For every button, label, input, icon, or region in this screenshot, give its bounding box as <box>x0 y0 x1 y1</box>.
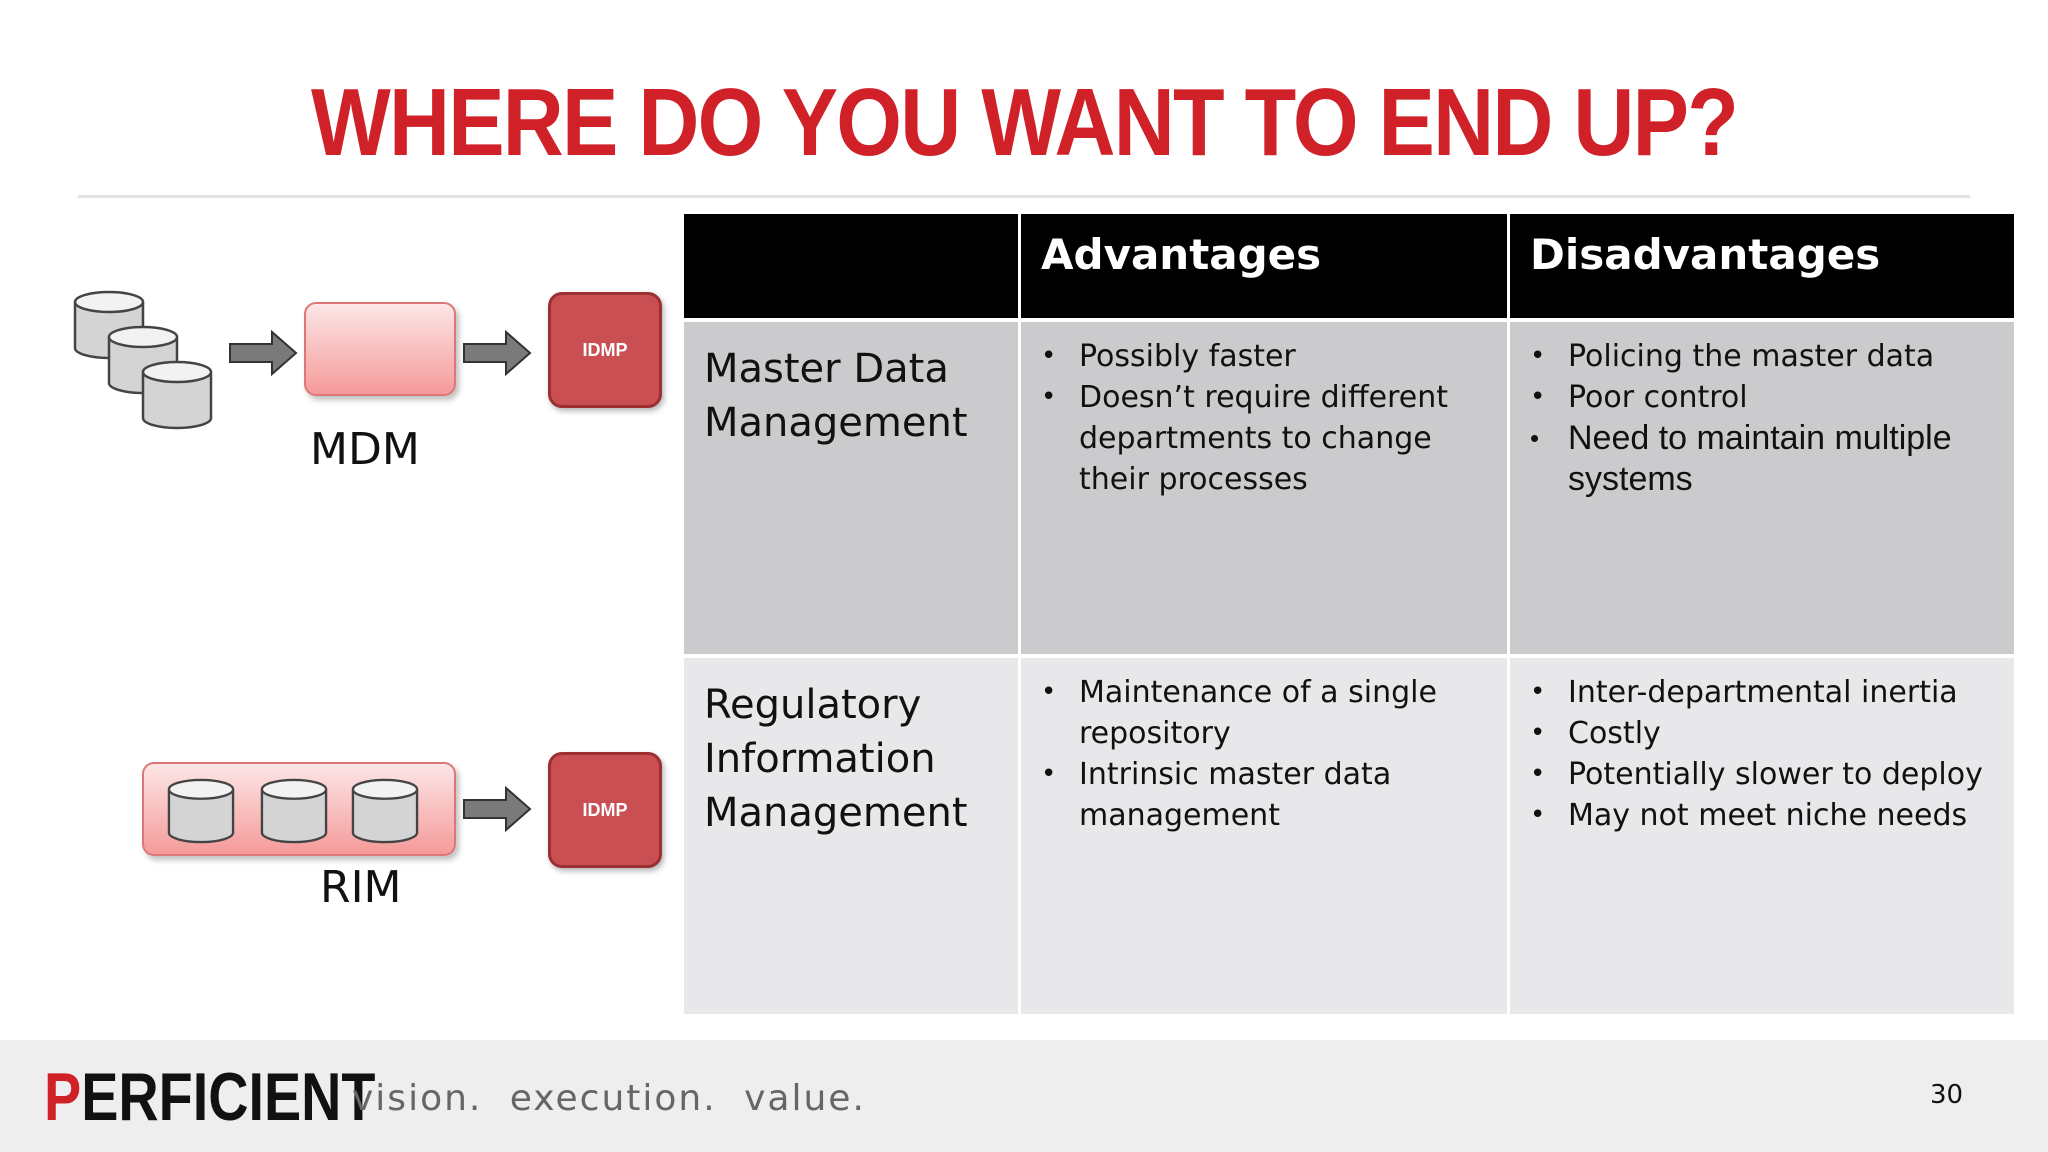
idmp-box-mdm: IDMP <box>548 292 662 408</box>
row-label-line: Management <box>704 400 968 446</box>
database-icon <box>260 778 328 844</box>
list-item: Doesn’t require different departments to… <box>1041 377 1487 500</box>
mdm-hub-box <box>304 302 456 396</box>
perficient-logo: PERFICIENT <box>44 1062 375 1132</box>
slide-footer: PERFICIENT vision. execution. value. 30 <box>0 1040 2048 1152</box>
mdm-disadvantages-cell: Policing the master data Poor control Ne… <box>1510 322 2014 654</box>
rim-label: RIM <box>320 862 402 913</box>
row-label-mdm: Master Data Management <box>684 322 1018 654</box>
logo-wordmark: ERFICIENT <box>81 1059 376 1135</box>
database-icon <box>141 360 213 430</box>
arrow-right-icon <box>463 785 532 833</box>
list-item: Policing the master data <box>1530 336 1994 377</box>
list-item: Poor control <box>1530 377 1994 418</box>
mdm-label: MDM <box>310 424 420 475</box>
list-item: Need to maintain multiple systems <box>1530 418 1994 500</box>
row-label-line: Regulatory <box>704 682 922 728</box>
list-item: Possibly faster <box>1041 336 1487 377</box>
company-tagline: vision. execution. value. <box>352 1078 866 1119</box>
mdm-advantages-cell: Possibly faster Doesn’t require differen… <box>1021 322 1507 654</box>
list-item: May not meet niche needs <box>1530 795 1994 836</box>
table-header-advantages: Advantages <box>1021 214 1507 318</box>
idmp-box-rim: IDMP <box>548 752 662 868</box>
row-label-rim: Regulatory Information Management <box>684 658 1018 1014</box>
architecture-diagram: IDMP MDM IDMP RIM <box>0 210 680 1040</box>
list-item: Intrinsic master data management <box>1041 754 1487 836</box>
rim-disadvantages-cell: Inter-departmental inertia Costly Potent… <box>1510 658 2014 1014</box>
list-item: Inter-departmental inertia <box>1530 672 1994 713</box>
logo-initial: P <box>44 1059 82 1135</box>
database-icon <box>167 778 235 844</box>
list-item: Costly <box>1530 713 1994 754</box>
table-header-disadvantages: Disadvantages <box>1510 214 2014 318</box>
database-icon <box>351 778 419 844</box>
list-item: Maintenance of a single repository <box>1041 672 1487 754</box>
comparison-table: Advantages Disadvantages Master Data Man… <box>684 214 2014 1014</box>
page-number: 30 <box>1930 1080 1964 1110</box>
slide-title: WHERE DO YOU WANT TO END UP? <box>310 69 1739 176</box>
arrow-right-icon <box>229 329 298 377</box>
arrow-right-icon <box>463 329 532 377</box>
table-header-empty <box>684 214 1018 318</box>
row-label-line: Management <box>704 790 968 836</box>
row-label-line: Information <box>704 736 936 782</box>
rim-advantages-cell: Maintenance of a single repository Intri… <box>1021 658 1507 1014</box>
list-item: Potentially slower to deploy <box>1530 754 1994 795</box>
title-divider <box>78 195 1970 198</box>
row-label-line: Master Data <box>704 346 949 392</box>
database-icon <box>107 325 179 395</box>
